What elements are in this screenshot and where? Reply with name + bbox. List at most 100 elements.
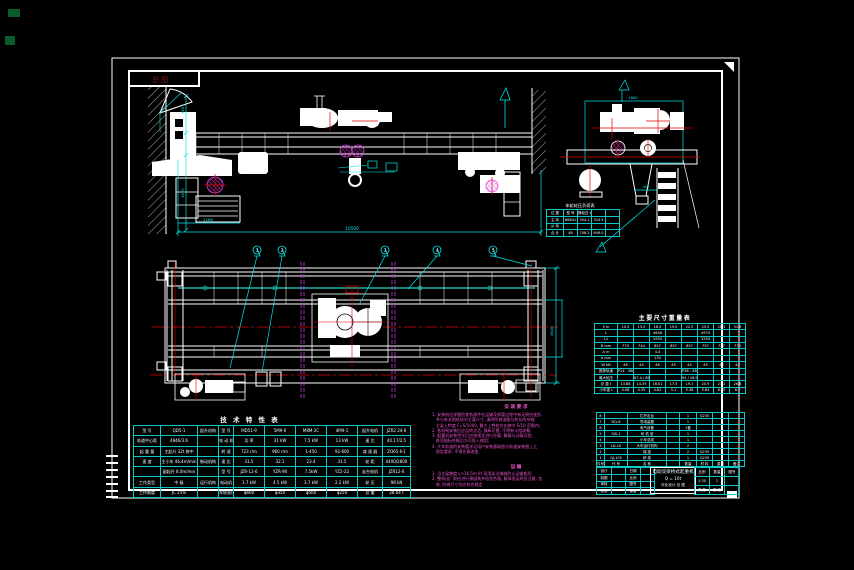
note-line: 1. 安装前应详细检查各部件在运输及保管过程中有无损伤变形, [432, 412, 543, 417]
table-cell: 日期 [625, 467, 641, 475]
table-cell: 电 动 机 [218, 435, 234, 447]
table-cell: 起升电机 [357, 424, 383, 437]
table-cell: 型 号 [133, 424, 161, 437]
table-row: 共 张第 张 [694, 485, 740, 495]
table-cell: 备注 [728, 460, 745, 467]
table-cell: JZR2 24-6 [382, 424, 411, 437]
table-cell: 位 置 [546, 209, 564, 217]
note-line: 2. 整机出厂前应进行预组装并检验合格, 解体发运时应注意, 包 [432, 476, 543, 482]
drawing-capacity: Q = 10t [664, 476, 682, 481]
table-cell: 5.64 [697, 386, 714, 395]
hook-pulley-left [204, 174, 226, 196]
table-cell [605, 215, 620, 224]
note-line: 并与有关图纸核对主要尺寸, 清除防锈油脂与积存的杂物; [432, 417, 536, 423]
table-cell: QD5-1 [160, 424, 198, 437]
table-cell: 4400/2800 [382, 455, 411, 468]
table-cell: YZ2-22 [326, 466, 358, 478]
dim-sub: 2166 [203, 217, 213, 222]
flag-1: 1 [256, 248, 259, 253]
table-cell: 723 r/m [233, 445, 265, 457]
side-travel-wheel [579, 166, 603, 198]
notes-heading: 安 装 要 求 [504, 405, 528, 410]
table-cell: 轮 压 [357, 476, 383, 488]
table-cell: 5.1 [665, 386, 682, 395]
table-cell [640, 467, 655, 475]
flag-4: 4 [436, 248, 439, 253]
note-line: 规定要求, 不得任意改变. [432, 449, 480, 455]
table-cell: 1-450 [295, 445, 327, 457]
table-row: 比例数量图号 [694, 467, 740, 477]
note-line: 1. 当主梁跨度 L>16.5m 时 采用适当措施防止运输变形; [432, 471, 533, 476]
table-cell: 第 张 [709, 485, 725, 495]
table-cell: 数量 [709, 467, 725, 477]
table-cell: φ250 [326, 486, 358, 499]
table-cell: 1:30 [694, 476, 710, 486]
note-line: 2. 各机构安装后应运转灵活, 操纵可靠, 不得有卡阻现象; [432, 427, 532, 433]
dim-main-span: 10500 [345, 226, 359, 231]
table-cell: 960 r/m [264, 445, 296, 457]
table-cell: 型 号 [218, 466, 234, 478]
trolley-rail-lines [300, 262, 396, 400]
table-cell: 从 动 [546, 222, 564, 231]
table-cell: 轨道中心距 [133, 435, 161, 447]
zone-label-box: 总 图 [128, 70, 200, 87]
plan-view: 3646 [150, 255, 563, 401]
screen-artifact-green-squares [5, 9, 20, 45]
table-cell: 制动机构 [197, 455, 219, 468]
note-line: 主梁上拱度 F=S/1000, 最大上拱处应在跨中 S/10 范围内; [432, 422, 541, 428]
table-cell: φ500 [295, 486, 327, 499]
flag-2: 2 [281, 248, 284, 253]
zone-label: 总 图 [152, 75, 168, 84]
table-cell [666, 460, 680, 467]
table-cell: 速 比 [218, 455, 234, 468]
table-cell [133, 466, 161, 478]
end-carriage-right [458, 152, 521, 217]
table-cell: 重量 [712, 460, 729, 467]
table-cell: φ600 [233, 486, 265, 499]
table-cell: 数量 [679, 460, 697, 467]
table-cell: JZR12-6 [382, 466, 411, 478]
table-cell: 708.2 [577, 229, 592, 237]
table-cell: M8M-2C [295, 424, 327, 437]
table-cell: 功 率 [233, 435, 265, 447]
table-cell [611, 473, 626, 482]
table-cell: 649.0 [591, 229, 606, 237]
table-cell: 98 kN [382, 476, 411, 488]
table-cell: 转 速 [218, 445, 234, 457]
table-cell: φ350 [264, 486, 296, 499]
title-block-signatures: 设计日期制图比例审核图号批准重量 [596, 467, 655, 495]
table-cell: 走台电机 [357, 466, 383, 478]
table-cell [724, 476, 740, 486]
table-cell: 轮 距 [357, 455, 383, 468]
table-row: 批准重量 [596, 487, 655, 495]
table-cell [611, 480, 626, 489]
dim-left-upper: 960 [180, 106, 185, 114]
side-view: 1662 400 [560, 79, 700, 253]
plan-small-box-1 [255, 371, 268, 387]
tech-table-title: 技 术 特 性 表 [220, 415, 280, 424]
table-cell: 23.4 [295, 455, 327, 468]
table-cell: 名 称 [627, 460, 667, 467]
table-cell: 7.5 kW [295, 435, 327, 447]
table-cell: 4.08 [617, 386, 634, 395]
table-cell: 4.82 [649, 386, 666, 395]
plan-drive-right [459, 370, 541, 401]
table-cell: 起 重 量 [133, 445, 161, 457]
table-cell [197, 466, 219, 478]
table-cell [640, 487, 655, 495]
side-ladder [656, 159, 700, 229]
table-cell: 图号 [625, 480, 641, 489]
